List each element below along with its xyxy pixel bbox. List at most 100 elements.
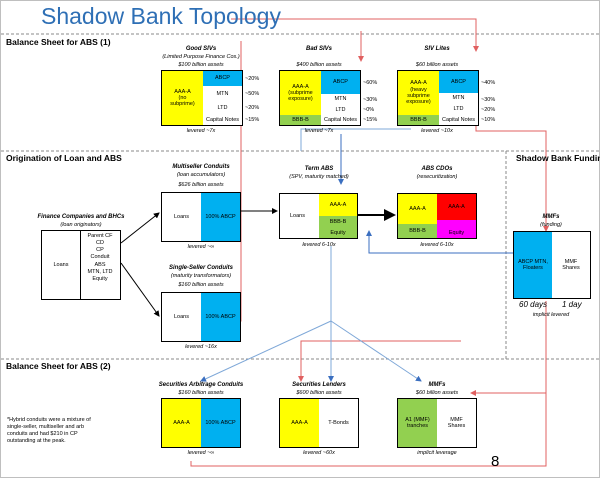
mmfs-top-left: ABCP MTN, Floaters	[514, 232, 552, 298]
good-sivs-pct-0: ~20%	[245, 76, 260, 82]
finance-cos-subtitle: (loan originators)	[60, 222, 102, 228]
good-sivs-ltd: LTD	[203, 102, 242, 115]
siv-lites-abcp: ABCP	[439, 71, 478, 93]
liability-item: Parent CF	[87, 233, 113, 239]
liability-item: MTN, LTD	[87, 268, 113, 275]
mmfs-bottom-title: MMFs	[428, 382, 446, 388]
arrow-fin-multi	[120, 212, 160, 244]
good-sivs-pct-2: ~20%	[245, 105, 260, 111]
finance-cos-title: Finance Companies and BHCs	[37, 214, 125, 220]
arb-title: Securities Arbitrage Conduits	[158, 382, 244, 388]
blue-arrow-top	[300, 128, 411, 151]
term-abs-bbb: BBB-B	[319, 216, 357, 229]
red-arrow-right	[475, 111, 549, 232]
single-seller-abcp: 100% ABCP	[201, 293, 240, 341]
sec-lenders-tbonds: T-Bonds	[319, 399, 358, 447]
bad-sivs-pct-0: ~60%	[363, 80, 378, 86]
mmfs-bottom-shares: MMF Shares	[437, 399, 476, 447]
section-abs1: Balance Sheet for ABS (1)	[6, 37, 111, 47]
abs-cdos-bbb: BBB-B	[398, 224, 437, 238]
sec-lenders-levered: levered ~60x	[303, 450, 335, 456]
siv-lites-pct-1: ~30%	[481, 97, 496, 103]
liability-item: Conduit	[90, 254, 110, 261]
good-sivs-assets: $100 billion assets	[178, 62, 224, 68]
abs-cdos-title: ABS CDOs	[421, 166, 453, 172]
arrow-fin-single	[120, 262, 160, 317]
multiseller-loans: Loans	[162, 193, 201, 241]
single-seller-title: Single-Seller Conduits	[168, 265, 234, 271]
term-abs-equity: Equity	[319, 229, 357, 238]
term-abs-title: Term ABS	[304, 166, 334, 172]
term-abs-aaa: AAA-A	[319, 194, 357, 216]
bad-sivs-assets: $400 billion assets	[296, 62, 342, 68]
siv-lites-mtn: MTN	[439, 93, 478, 104]
blue-arrow-down2	[200, 320, 332, 382]
bad-sivs-pct-1: ~30%	[363, 97, 378, 103]
good-sivs-abcp: ABCP	[203, 71, 242, 86]
single-seller-levered: levered ~16x	[185, 344, 217, 350]
abs-cdos-aaa2: AAA-A	[437, 194, 476, 220]
siv-lites-cap: Capital Notes	[439, 115, 478, 125]
siv-lites-pct-2: ~20%	[481, 107, 496, 113]
finance-cos-liabilities: Parent CF CD CP Conduit ABS MTN, LTD Equ…	[80, 233, 120, 283]
term-abs-levered: levered 6-10x	[302, 242, 336, 248]
mmfs-top-title: MMFs	[542, 214, 560, 220]
arb-assets: $160 billion assets	[178, 390, 224, 396]
sec-lenders-aaa: AAA-A	[280, 399, 319, 447]
blue-arrow-down3	[330, 320, 422, 382]
finance-cos-loans: Loans	[42, 231, 80, 299]
mmfs-top-1day: 1 day	[562, 300, 582, 309]
bad-sivs-abcp: ABCP	[321, 71, 360, 94]
bad-sivs-pct-3: ~15%	[363, 117, 378, 123]
bad-sivs-bbb: BBB-B	[280, 115, 321, 125]
multiseller-levered: levered ~∞	[187, 244, 215, 250]
good-sivs-levered: levered ~7x	[186, 128, 216, 134]
abs-cdos-magenta	[437, 220, 476, 229]
multiseller-assets: $626 billion assets	[178, 182, 224, 188]
siv-lites-pct-3: ~10%	[481, 117, 496, 123]
mmfs-top-right: MMF Shares	[552, 232, 590, 298]
single-seller-loans: Loans	[162, 293, 201, 341]
good-sivs-assets-cell: AAA-A (no subprime)	[162, 71, 203, 125]
term-abs-subtitle: (SPV, maturity matched)	[289, 174, 349, 180]
good-sivs-pct-1: ~50%	[245, 91, 260, 97]
siv-lites-levered: levered ~10x	[421, 128, 453, 134]
single-seller-assets: $160 billion assets	[178, 282, 224, 288]
finance-cos-divider	[80, 230, 81, 300]
liability-item: CD	[96, 240, 104, 247]
page-number: 8	[491, 453, 500, 470]
abs-cdos-levered: levered 6-10x	[420, 242, 454, 248]
blue-arrow-mmf	[366, 230, 516, 254]
sec-lenders-title: Securities Lenders	[292, 382, 346, 388]
bad-sivs-levered: levered ~7x	[304, 128, 334, 134]
mmfs-bottom-assets: $60 billion assets	[415, 390, 459, 396]
multiseller-abcp: 100% ABCP	[201, 193, 240, 241]
bad-sivs-pct-2: ~0%	[363, 107, 375, 113]
page-title: Shadow Bank Topology	[41, 3, 281, 29]
mmfs-bottom-implicit: implicit leverage	[417, 450, 457, 456]
arb-levered: levered ~∞	[187, 450, 215, 456]
good-sivs-cap: Capital Notes	[203, 115, 242, 125]
liability-item: CP	[96, 247, 104, 254]
siv-lites-assets: $60 billion assets	[415, 62, 459, 68]
liability-item: Equity	[92, 275, 108, 282]
siv-lites-bbb: BBB-B	[398, 115, 439, 125]
good-sivs-subtitle: (Limited Purpose Finance Cos.)	[162, 54, 240, 60]
arb-aaa: AAA-A	[162, 399, 201, 447]
mmfs-top-subtitle: (funding)	[540, 222, 562, 228]
liability-item: ABS	[94, 261, 106, 268]
abs-cdos-equity: Equity	[437, 229, 476, 238]
good-sivs-pct-3: ~15%	[245, 117, 260, 123]
red-arrow-arb	[190, 393, 547, 467]
abs-cdos-subtitle: (resecuritization)	[416, 174, 458, 180]
bad-sivs-mtn: MTN	[321, 94, 360, 105]
multiseller-title: Multiseller Conduits	[172, 164, 230, 170]
arb-abcp: 100% ABCP	[201, 399, 240, 447]
term-abs-loans: Loans	[280, 194, 319, 238]
section-abs2: Balance Sheet for ABS (2)	[6, 361, 111, 371]
good-sivs-title: Good SIVs	[185, 46, 217, 52]
siv-lites-assets-cell: AAA-A (heavy subprime exposure)	[398, 71, 439, 115]
bad-sivs-title: Bad SIVs	[305, 46, 333, 52]
abs-cdos-aaa: AAA-A	[398, 194, 437, 224]
